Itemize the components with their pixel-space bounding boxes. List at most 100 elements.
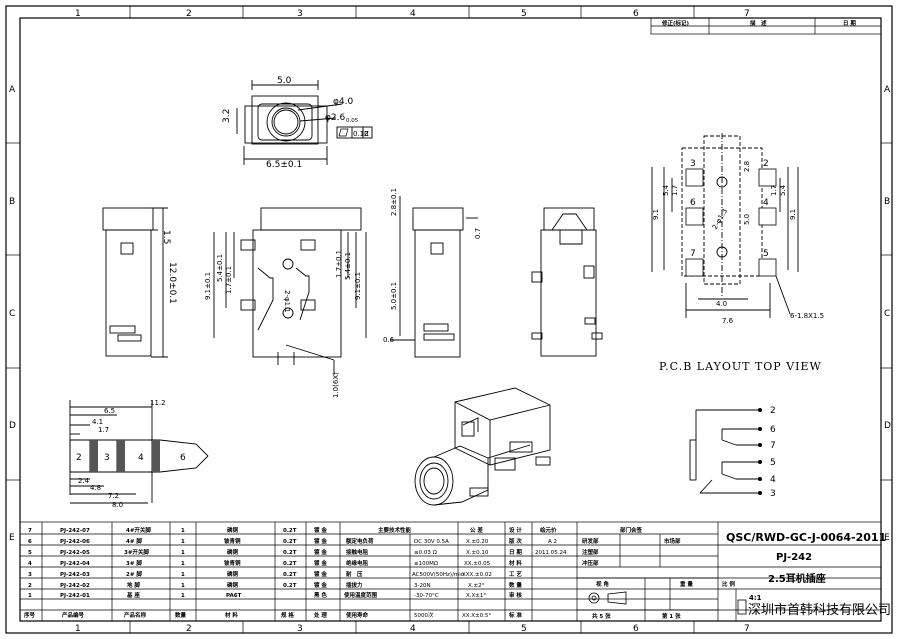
bom-no: 6 [28, 539, 32, 545]
bom-qty: 1 [181, 528, 185, 534]
bom-mat: 磷铜 [227, 526, 239, 534]
bom-mat: 磷铜 [227, 570, 239, 578]
bom-header: 产品名称 [124, 611, 147, 619]
spec-label: 插拔力 [346, 581, 363, 589]
flatness-symbol [338, 128, 349, 137]
spec-title: 主要技术性能 [378, 526, 412, 534]
dim-text: 1.5 [161, 230, 171, 244]
bom-header: 数量 [175, 611, 187, 619]
plug-drawing [69, 400, 209, 504]
plug-segment: 6 [180, 453, 186, 463]
bom-code: PJ-242-02 [60, 583, 90, 589]
dim-text: 7.2 [108, 492, 119, 500]
dim-text: 1.7 [770, 185, 778, 196]
dim-text: 1.7 [98, 426, 109, 434]
dim-text: 6.5 [104, 407, 115, 415]
column-ticks-bottom [129, 621, 695, 633]
bom-specs: 主要技术性能 额定电负荷 DC 30V 0.5A 接触电阻 ≤0.03 Ω 绝缘… [343, 526, 465, 619]
revision-header: 描 述 [750, 19, 767, 27]
bom-code: PJ-242-06 [60, 539, 90, 545]
sheet-count: 共 5 张 [592, 612, 611, 620]
bom-grid [19, 521, 882, 622]
bom-no: 3 [28, 572, 32, 578]
title-label: 重 量 [680, 580, 693, 588]
spec-label: 绝缘电阻 [346, 559, 369, 567]
schematic-terminals [758, 408, 762, 495]
dim-text: 2-φ1.1 [283, 290, 291, 313]
pcb-pads [685, 168, 777, 277]
title-label: 比 例 [722, 580, 735, 588]
dim-text: 5.0 [277, 76, 292, 86]
tolerance: X.±0.10 [466, 550, 489, 556]
bom-finish: 镀 金 [314, 537, 327, 545]
dept-name: 注塑部 [582, 548, 599, 556]
row-label: E [9, 533, 15, 543]
col-label: 3 [297, 9, 303, 19]
bom-no: 1 [28, 593, 32, 599]
row-label: A [9, 85, 16, 95]
col-label: 4 [410, 9, 416, 19]
bom-code: PJ-242-01 [60, 593, 90, 599]
dim-text: 9.1 [789, 209, 797, 220]
design-value: A 2 [548, 539, 557, 545]
side-view-right [390, 196, 478, 358]
bom-qty: 1 [181, 572, 185, 578]
spec-label: 耐 压 [346, 570, 363, 578]
company-logo-icon [737, 599, 747, 615]
tolerance: XX.±0.05 [464, 561, 491, 567]
dept-name: 市场部 [664, 537, 681, 545]
top-view [236, 80, 373, 165]
dim-text: 1.7±0.1 [225, 266, 233, 294]
col-label-bottom: 3 [297, 624, 303, 634]
schematic-pin: 7 [770, 441, 776, 451]
row-label-right: B [884, 197, 890, 207]
row-label-right: A [884, 85, 891, 95]
plug-segment: 3 [104, 453, 110, 463]
design-label: 标 准 [508, 611, 522, 619]
bom-name: 3#开关脚 [124, 548, 149, 556]
dim-text: 2-φ1.3 [711, 207, 729, 231]
bom-name: 4#开关脚 [126, 526, 151, 534]
revision-header: 日 期 [843, 19, 856, 27]
col-label: 7 [744, 9, 750, 19]
dim-text: 5.4 [779, 184, 787, 196]
pcb-pin-label: 3 [690, 159, 696, 169]
col-label: 5 [521, 9, 527, 19]
design-label: 设 计 [509, 526, 522, 534]
spec-label: 接触电阻 [346, 548, 369, 556]
row-label: D [9, 421, 16, 431]
col-label-bottom: 2 [186, 624, 192, 634]
scale-value: 4:1 [749, 594, 762, 602]
tolerance: 公 差 [470, 526, 483, 534]
revision-header: 修正(标记) [661, 19, 690, 27]
bom-header: 材 料 [225, 611, 238, 619]
pcb-pin-label: 5 [763, 249, 769, 259]
design-label: 日 期 [509, 548, 522, 556]
drawing-number: QSC/RWD-GC-J-0064-2011 [726, 531, 886, 544]
pcb-caption: P.C.B LAYOUT TOP VIEW [659, 360, 822, 373]
bom-thk: 0.2T [283, 539, 297, 545]
col-label: 6 [633, 9, 639, 19]
bom-finish: 镀 金 [314, 581, 327, 589]
dim-text: φ4.0 [333, 97, 354, 107]
spec-label: 额定电负荷 [346, 537, 374, 545]
design-label: 工 艺 [509, 570, 522, 578]
bom-no: 4 [28, 561, 32, 567]
dim-text: 9.1±0.1 [354, 272, 362, 300]
title-block: QSC/RWD-GC-J-0064-2011 PJ-242 2.5耳机插座 视 … [592, 531, 891, 620]
bom-qty: 1 [181, 550, 185, 556]
row-ticks [6, 142, 892, 481]
dim-text: 4.1 [92, 418, 103, 426]
row-label: B [9, 197, 15, 207]
bom-no: 7 [28, 528, 32, 534]
side-view-left [102, 207, 168, 358]
bom-header: 规 格 [281, 611, 294, 619]
spec-value: ≥100MΩ [414, 561, 438, 567]
pcb-pin-label: 7 [690, 249, 696, 259]
spec-value: ≤0.03 Ω [414, 550, 437, 556]
schematic-pin: 4 [770, 475, 776, 485]
bom-mat: 磷铜 [227, 548, 239, 556]
pcb-pin-label: 4 [763, 198, 769, 208]
bom-no: 5 [28, 550, 32, 556]
tolerance: XX.X±0.5° [462, 613, 491, 619]
